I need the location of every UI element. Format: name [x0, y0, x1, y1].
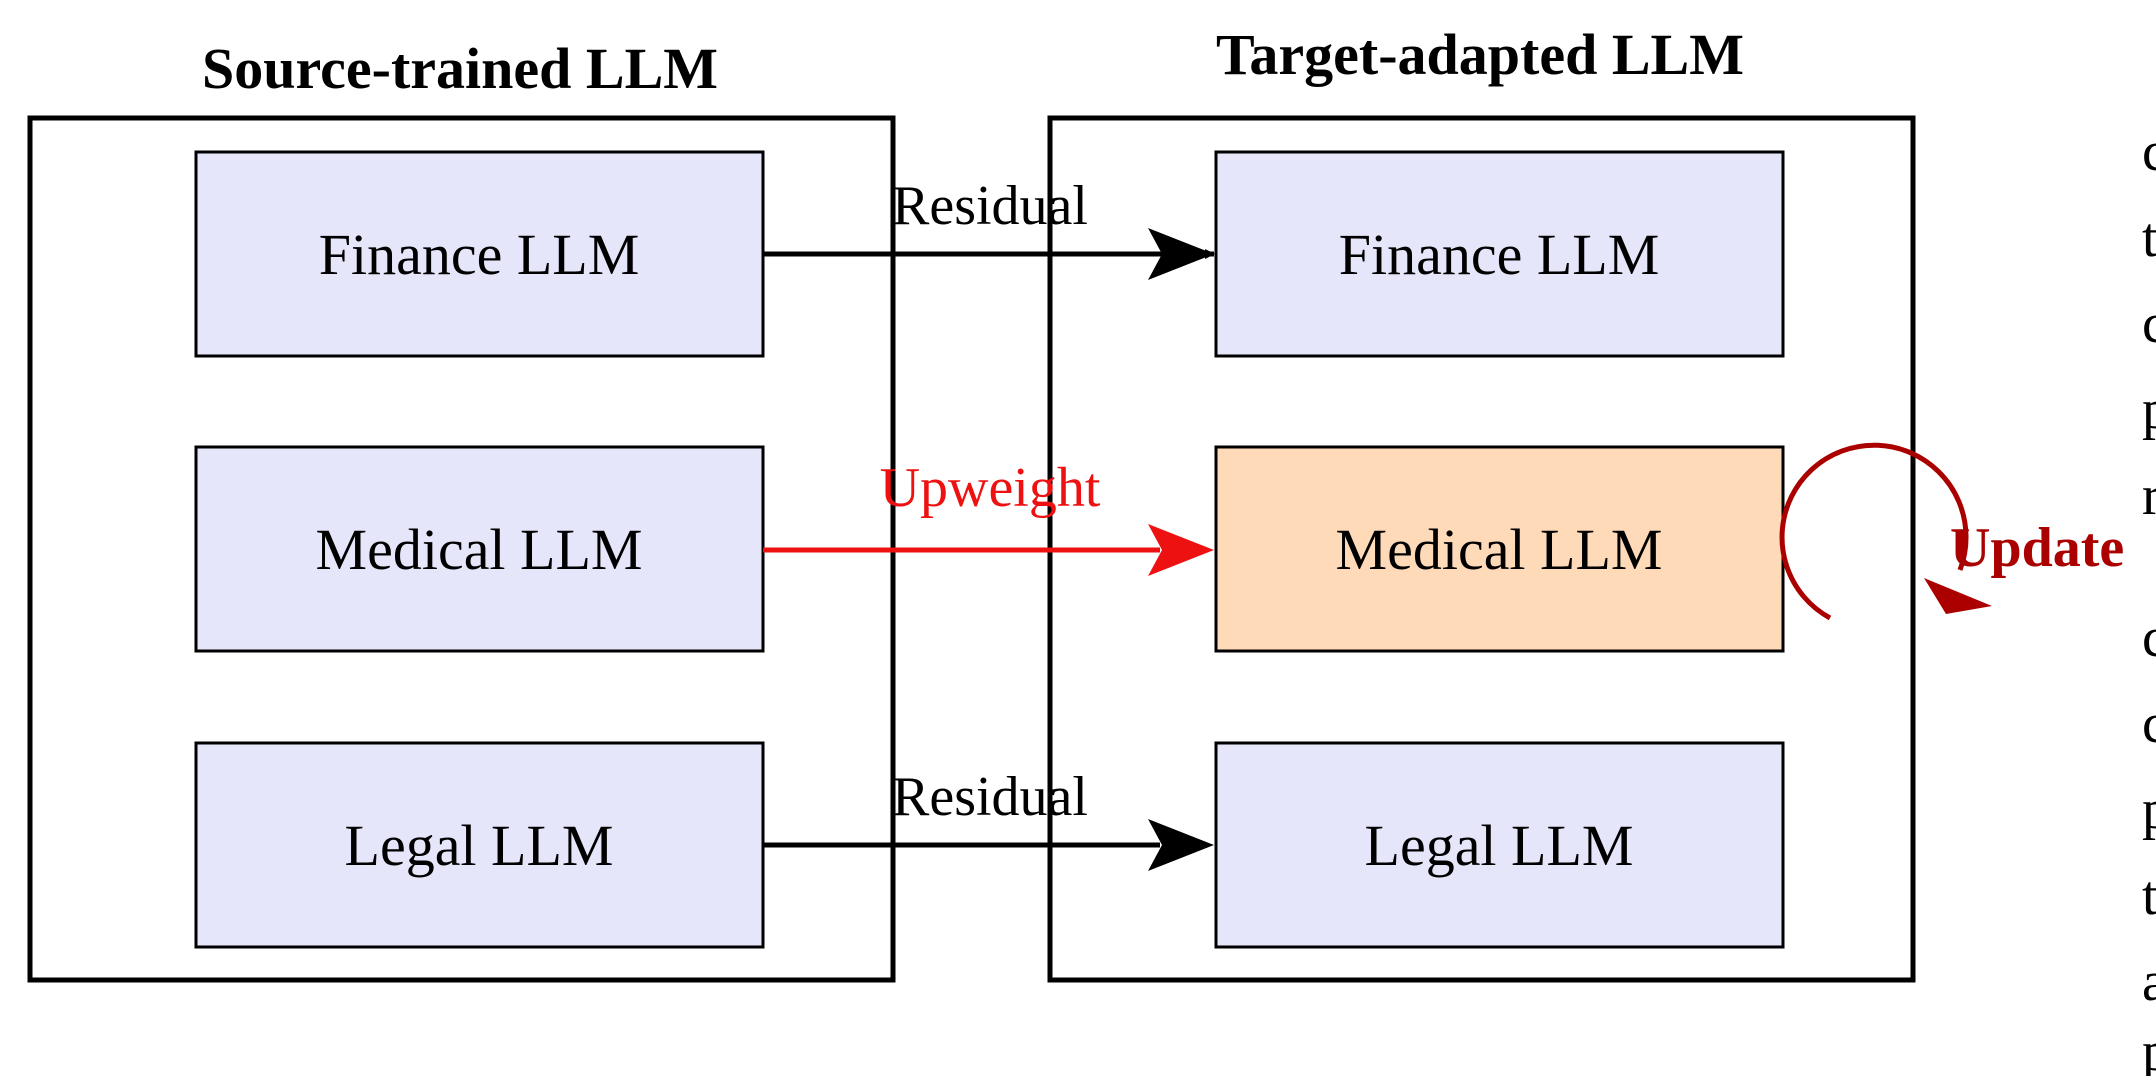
source-finance-box	[194, 150, 765, 358]
target-title: Target-adapted LLM	[1216, 22, 1744, 87]
source-title: Source-trained LLM	[202, 36, 718, 101]
target-medical-box	[1214, 445, 1785, 653]
medical-arrowhead	[1148, 524, 1214, 576]
source-legal-label: Legal LLM	[345, 813, 614, 878]
side-letter: t	[2142, 207, 2156, 269]
side-letter: p	[2142, 379, 2156, 441]
target-legal-label: Legal LLM	[1365, 813, 1634, 878]
side-letter: c	[2142, 693, 2156, 755]
target-medical-label: Medical LLM	[1336, 517, 1663, 582]
side-text-column: c t c p r c c p t a p	[2142, 121, 2156, 1076]
side-letter: c	[2142, 293, 2156, 355]
target-finance-label: Finance LLM	[1339, 222, 1660, 287]
source-medical-box	[194, 445, 765, 653]
legal-residual-label: Residual	[892, 766, 1088, 828]
target-finance-box	[1214, 150, 1785, 358]
update-loop-arrowhead	[1924, 578, 1992, 614]
finance-residual-label: Residual	[892, 175, 1088, 237]
target-legal-box	[1214, 741, 1785, 949]
source-medical-label: Medical LLM	[316, 517, 643, 582]
side-letter: t	[2142, 865, 2156, 927]
finance-arrowhead	[1148, 228, 1214, 280]
side-letter: p	[2142, 779, 2156, 841]
side-letter: p	[2142, 1021, 2156, 1076]
side-letter: c	[2142, 607, 2156, 669]
update-loop-arc	[1779, 442, 1969, 621]
legal-arrowhead	[1148, 819, 1214, 871]
source-legal-box	[194, 741, 765, 949]
update-label: Update	[1950, 517, 2124, 579]
side-letter: r	[2142, 465, 2156, 527]
medical-upweight-label: Upweight	[880, 457, 1101, 519]
side-letter: c	[2142, 121, 2156, 183]
source-finance-label: Finance LLM	[319, 222, 640, 287]
side-letter: a	[2142, 951, 2156, 1013]
